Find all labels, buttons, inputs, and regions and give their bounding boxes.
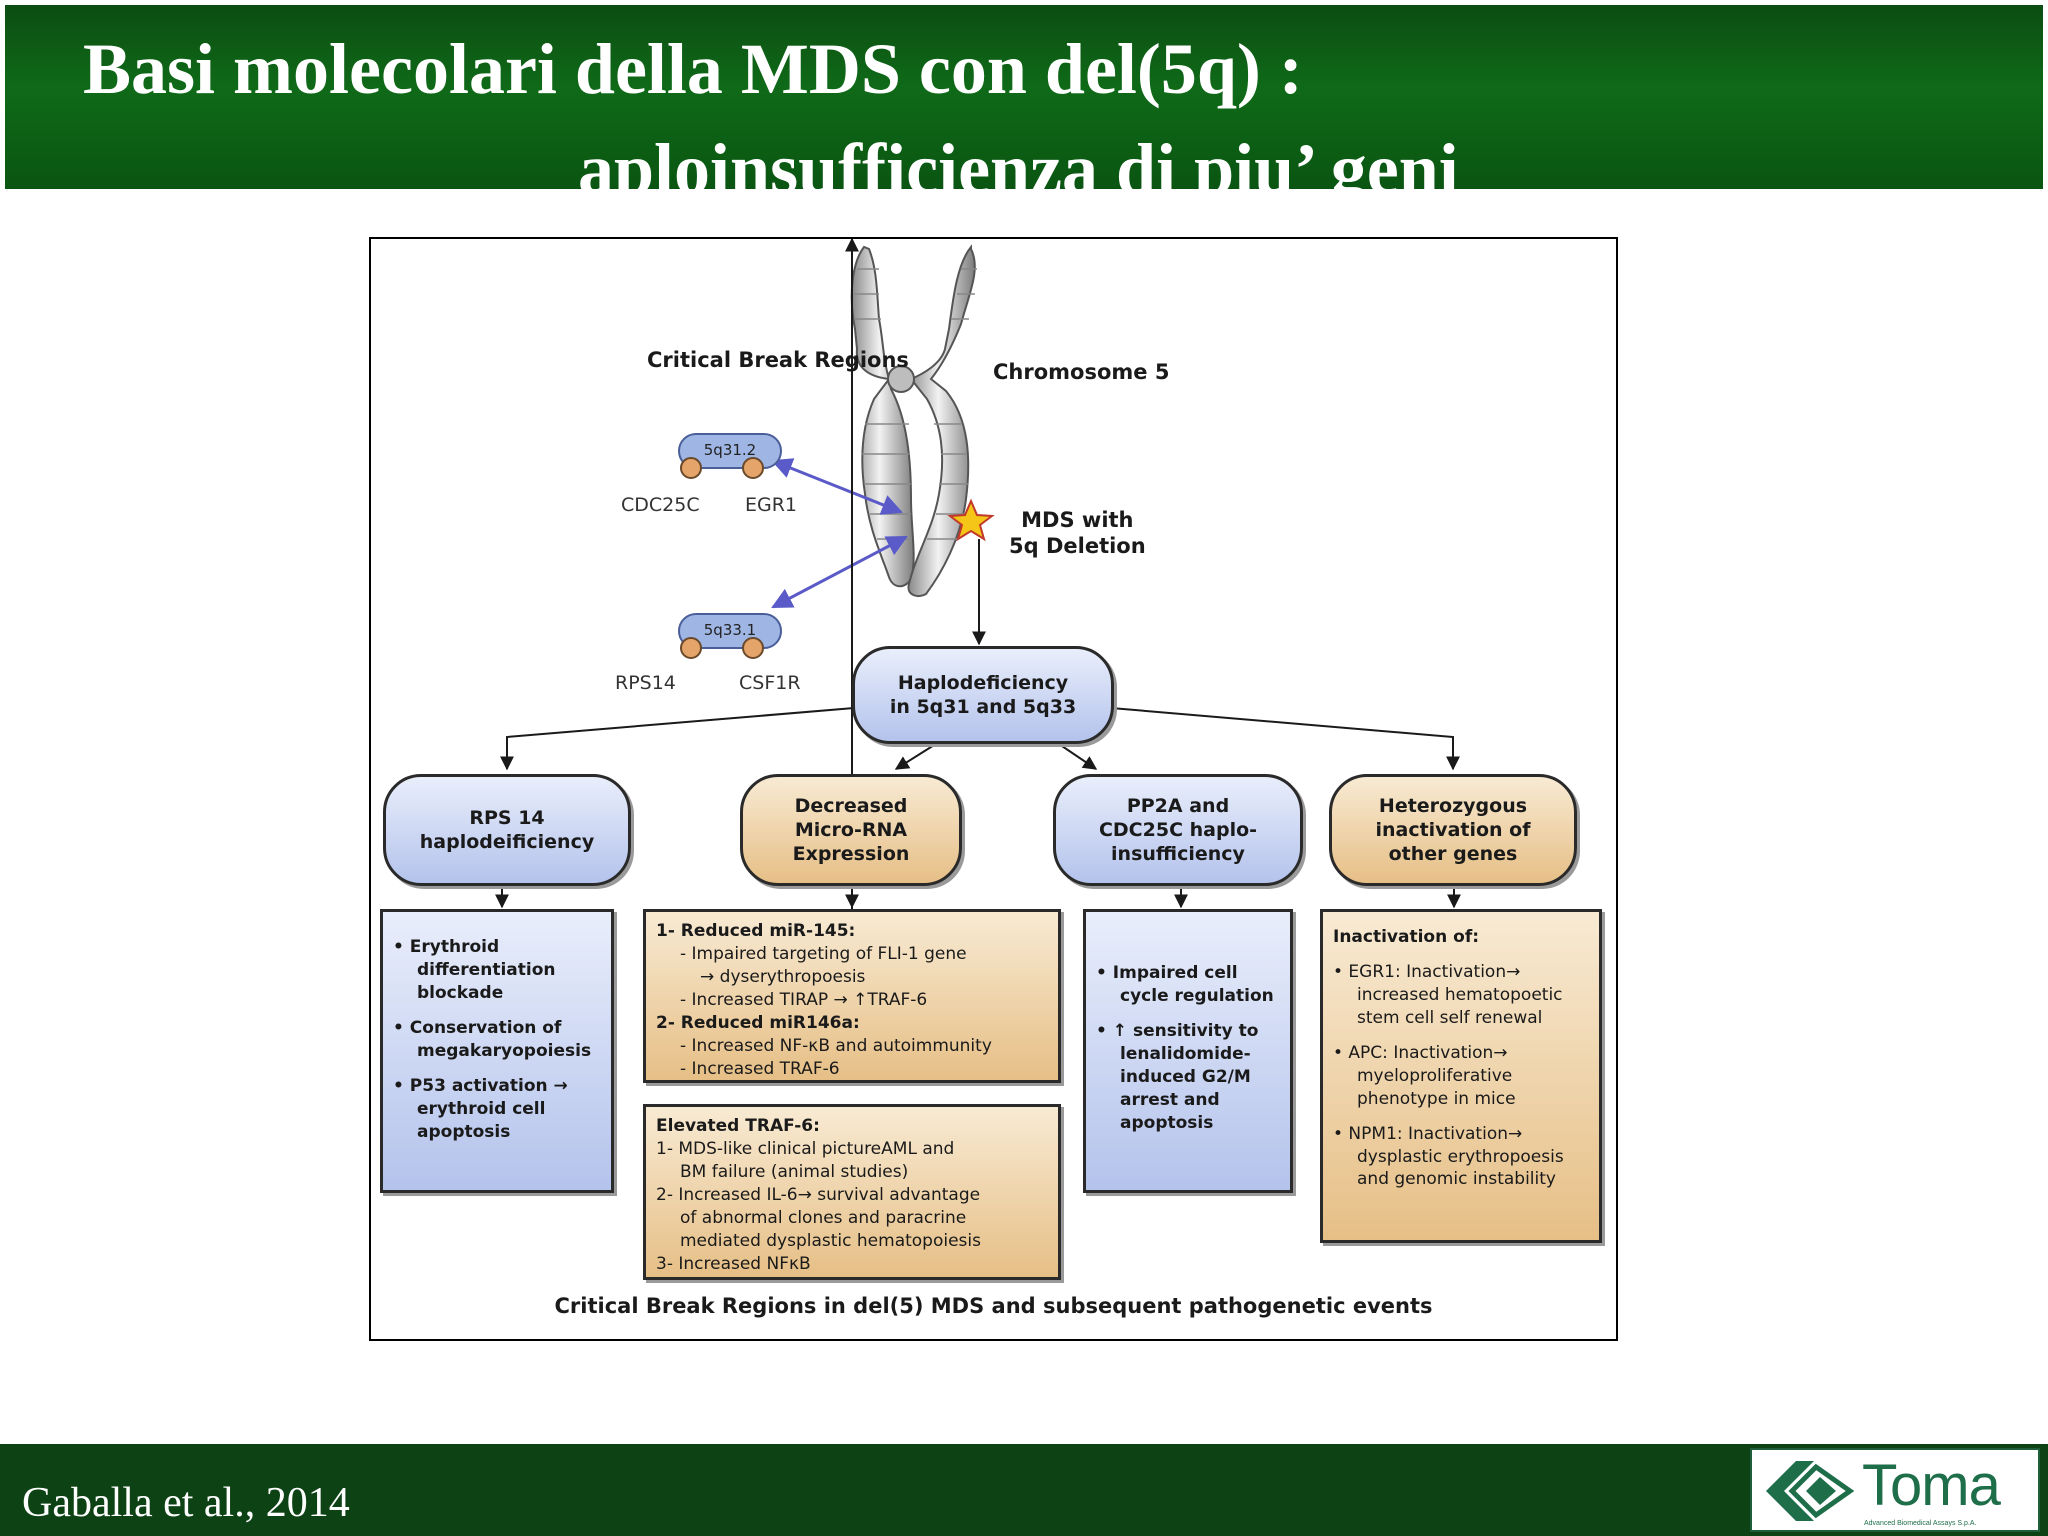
inactivation-line: increased hematopoetic xyxy=(1357,984,1563,1005)
mir-effect-line: 2- Reduced miR146a: xyxy=(656,1012,860,1033)
traf6-effect-line: 2- Increased IL-6→ survival advantage xyxy=(656,1184,981,1205)
rps14-effects-box: • Erythroid differentiation blockade • C… xyxy=(380,909,614,1193)
pathogenesis-figure: Critical Break Regions Chromosome 5 MDS … xyxy=(369,237,1618,1341)
gene-dot-egr1 xyxy=(742,457,764,479)
arrow-to-hetero-pill xyxy=(1110,707,1460,771)
traf6-effect-line: of abnormal clones and paracrine xyxy=(680,1207,967,1228)
inactivation-line: • EGR1: Inactivation→ xyxy=(1333,961,1521,982)
inactivation-line: • APC: Inactivation→ xyxy=(1333,1042,1508,1063)
pp2a-effects-box: • Impaired cell cycle regulation • ↑ sen… xyxy=(1083,909,1293,1193)
slide-title-line-2: aploinsufficienza di piu’ geni xyxy=(578,129,1459,189)
traf6-effect-line: mediated dysplastic hematopoiesis xyxy=(680,1230,981,1251)
mir-effect-line: - Increased TIRAP → ↑TRAF-6 xyxy=(680,989,928,1010)
inactivation-line: • NPM1: Inactivation→ xyxy=(1333,1123,1523,1144)
mir-effect-line: - Increased TRAF-6 xyxy=(680,1058,840,1079)
rps14-haplodeficiency-pill: RPS 14 haplodeificiency xyxy=(383,774,631,886)
citation-text: Gaballa et al., 2014 xyxy=(22,1480,350,1526)
toma-logo-wordmark: Toma xyxy=(1862,1453,2001,1518)
toma-logo-mark-icon xyxy=(1766,1461,1855,1521)
gene-label-cdc25c: CDC25C xyxy=(621,494,700,516)
toma-logo: Toma Advanced Biomedical Assays S.p.A. xyxy=(1750,1448,2040,1532)
arrow-to-pp2a-pill xyxy=(1055,741,1098,770)
figure-graphics xyxy=(495,239,1461,1081)
gene-label-csf1r: CSF1R xyxy=(739,672,801,694)
gene-label-rps14: RPS14 xyxy=(615,672,676,694)
inactivation-line: phenotype in mice xyxy=(1357,1088,1516,1109)
mds-5q-deletion-label: MDS with 5q Deletion xyxy=(1009,508,1146,559)
traf6-effect-line: 3- Increased NFκB xyxy=(656,1253,811,1274)
rps14-effect-line: • P53 activation → xyxy=(393,1075,568,1096)
pp2a-effect-line: lenalidomide- xyxy=(1120,1043,1251,1064)
title-banner: Basi molecolari della MDS con del(5q) : … xyxy=(5,5,2043,189)
mir-effect-line: - Impaired targeting of FLI-1 gene xyxy=(680,943,967,964)
gene-inactivation-box: Inactivation of: • EGR1: Inactivation→ i… xyxy=(1320,909,1602,1243)
arrow-to-microrna-pill xyxy=(894,741,940,770)
rps14-effect-line: • Erythroid xyxy=(393,937,500,957)
rps14-effect-line: blockade xyxy=(417,982,504,1003)
deletion-star-icon xyxy=(947,498,995,542)
pp2a-cdc25c-pill: PP2A and CDC25C haplo- insufficiency xyxy=(1053,774,1303,886)
chromosome-5-label: Chromosome 5 xyxy=(993,360,1170,384)
gene-dot-csf1r xyxy=(742,637,764,659)
traf6-effect-line: BM failure (animal studies) xyxy=(680,1161,909,1182)
figure-caption: Critical Break Regions in del(5) MDS and… xyxy=(554,1294,1433,1318)
rps14-effect-line: erythroid cell xyxy=(417,1098,546,1119)
inactivation-line: Inactivation of: xyxy=(1333,927,1480,947)
gene-label-egr1: EGR1 xyxy=(745,494,798,516)
inactivation-line: stem cell self renewal xyxy=(1357,1007,1543,1028)
pp2a-effect-line: arrest and xyxy=(1120,1089,1220,1110)
toma-logo-tagline: Advanced Biomedical Assays S.p.A. xyxy=(1864,1520,1977,1527)
rps14-effect-line: megakaryopoiesis xyxy=(417,1040,592,1061)
traf6-effect-line: 1- MDS-like clinical pictureAML and xyxy=(656,1138,955,1159)
gene-dot-cdc25c xyxy=(680,457,702,479)
inactivation-line: dysplastic erythropoesis xyxy=(1357,1146,1564,1167)
traf6-effect-line: Elevated TRAF-6: xyxy=(656,1116,820,1136)
chromosome-5-graphic xyxy=(850,244,995,597)
inactivation-line: myeloproliferative xyxy=(1357,1065,1513,1086)
arrow-to-rps14-pill xyxy=(500,707,855,771)
inactivation-line: and genomic instability xyxy=(1357,1169,1556,1190)
mir-effect-line: 1- Reduced miR-145: xyxy=(656,921,856,941)
rps14-effect-line: apoptosis xyxy=(417,1121,511,1142)
arrow-to-5q33 xyxy=(771,535,908,609)
footer-bar xyxy=(0,1444,2048,1536)
heterozygous-inactivation-pill: Heterozygous inactivation of other genes xyxy=(1329,774,1577,886)
mir-effect-line: → dyserythropoesis xyxy=(700,966,866,987)
rps14-effect-line: • Conservation of xyxy=(393,1017,562,1038)
critical-break-regions-label: Critical Break Regions xyxy=(647,348,909,372)
rps14-effect-line: differentiation xyxy=(417,959,556,980)
arrow-to-5q31 xyxy=(771,458,903,515)
slide-title-line-1: Basi molecolari della MDS con del(5q) : xyxy=(83,29,1303,109)
mir-effects-box: 1- Reduced miR-145: - Impaired targeting… xyxy=(643,909,1061,1083)
pp2a-effect-line: apoptosis xyxy=(1120,1112,1214,1133)
pp2a-effect-line: • ↑ sensitivity to xyxy=(1096,1020,1259,1041)
micro-rna-pill: Decreased Micro-RNA Expression xyxy=(740,774,962,886)
pp2a-effect-line: cycle regulation xyxy=(1120,985,1274,1006)
pp2a-effect-line: • Impaired cell xyxy=(1096,963,1238,983)
mir-effect-line: - Increased NF-κB and autoimmunity xyxy=(680,1035,992,1056)
haplodeficiency-pill: Haplodeficiency in 5q31 and 5q33 xyxy=(852,646,1114,744)
traf6-effects-box: Elevated TRAF-6: 1- MDS-like clinical pi… xyxy=(643,1104,1061,1280)
pp2a-effect-line: induced G2/M xyxy=(1120,1066,1251,1087)
gene-dot-rps14 xyxy=(680,637,702,659)
